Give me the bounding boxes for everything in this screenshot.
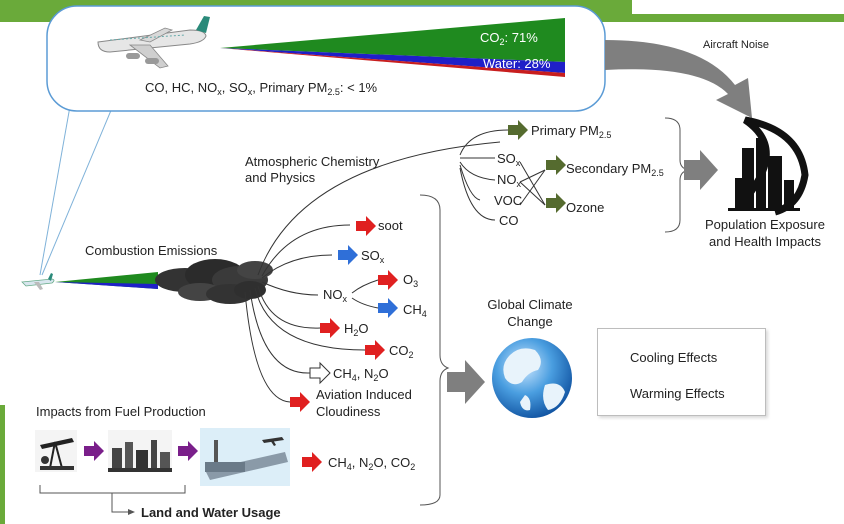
co2-comb-label: CO2 bbox=[389, 343, 414, 360]
combustion-effect-arrows bbox=[290, 216, 398, 472]
sox-comb-label: SOx bbox=[361, 248, 385, 265]
airplane-large-icon bbox=[97, 16, 210, 69]
emission-branches bbox=[244, 129, 546, 403]
legend-warming-label: Warming Effects bbox=[630, 386, 725, 401]
city-health-icon bbox=[728, 116, 809, 216]
co-label: CO bbox=[499, 213, 519, 228]
callout-line-2 bbox=[41, 107, 113, 276]
climate-gray-arrow bbox=[447, 360, 485, 404]
wedge-co2 bbox=[220, 18, 565, 62]
callout-line-1 bbox=[39, 94, 73, 276]
refinery-icon bbox=[108, 430, 172, 472]
population-label-line1: Population Exposure bbox=[705, 217, 825, 232]
legend-cooling-label: Cooling Effects bbox=[630, 350, 718, 365]
aircraft-noise-arrow bbox=[605, 40, 752, 118]
fuel-purple-arrow-1 bbox=[84, 441, 104, 461]
soot-label: soot bbox=[378, 218, 403, 233]
pollutants-label: CO, HC, NOx, SOx, Primary PM2.5: < 1% bbox=[145, 80, 378, 97]
fuel-emissions-label: CH4, N2O, CO2 bbox=[328, 455, 416, 472]
land-bracket bbox=[39, 485, 186, 494]
secondary-pm-label: Secondary PM2.5 bbox=[566, 161, 664, 178]
atmospheric-label-line1: Atmospheric Chemistry bbox=[245, 154, 380, 169]
nox-comb-label: NOx bbox=[323, 287, 347, 304]
airplane-small-icon bbox=[21, 273, 55, 290]
aircraft-noise-label: Aircraft Noise bbox=[703, 39, 770, 51]
primary-pm-label: Primary PM2.5 bbox=[531, 123, 612, 140]
ozone-label: Ozone bbox=[566, 200, 605, 215]
combustion-label: Combustion Emissions bbox=[85, 243, 218, 258]
nox-atm-label: NOx bbox=[497, 172, 521, 189]
health-gray-arrow bbox=[684, 150, 718, 190]
land-connector bbox=[111, 493, 128, 513]
climate-label-line1: Global Climate bbox=[487, 297, 573, 312]
sox-atm-label: SOx bbox=[497, 151, 521, 168]
voc-label: VOC bbox=[494, 193, 523, 208]
climate-bracket bbox=[419, 194, 450, 506]
fuel-production-label: Impacts from Fuel Production bbox=[36, 404, 206, 419]
legend-box bbox=[597, 328, 766, 416]
left-green-strip bbox=[0, 405, 5, 524]
exhaust-smoke-plume bbox=[155, 259, 273, 304]
climate-label-line2: Change bbox=[507, 314, 553, 329]
oil-pump-icon bbox=[35, 430, 77, 472]
population-label-line2: and Health Impacts bbox=[708, 234, 821, 249]
small-wedge-water bbox=[55, 282, 158, 289]
airport-icon bbox=[200, 428, 290, 486]
wedge-co2-label: CO2: 71% bbox=[480, 30, 538, 47]
ch4-comb-label: CH4 bbox=[403, 302, 427, 319]
header-white-block bbox=[632, 0, 844, 14]
cloudiness-label-line2: Cloudiness bbox=[316, 404, 381, 419]
atmospheric-arrows bbox=[508, 120, 566, 213]
wedge-pollutants bbox=[220, 48, 565, 77]
ch4-n2o-comb-label: CH4, N2O bbox=[333, 366, 389, 383]
o3-label: O3 bbox=[403, 272, 419, 289]
land-connector-head bbox=[128, 509, 135, 515]
atmospheric-label-line2: and Physics bbox=[245, 170, 316, 185]
fuel-purple-arrow-2 bbox=[178, 441, 198, 461]
wedge-water-label: Water: 28% bbox=[483, 56, 551, 71]
globe-icon bbox=[492, 338, 572, 418]
land-water-label: Land and Water Usage bbox=[141, 505, 281, 520]
h2o-label: H2O bbox=[344, 321, 369, 338]
cloudiness-label-line1: Aviation Induced bbox=[316, 387, 412, 402]
